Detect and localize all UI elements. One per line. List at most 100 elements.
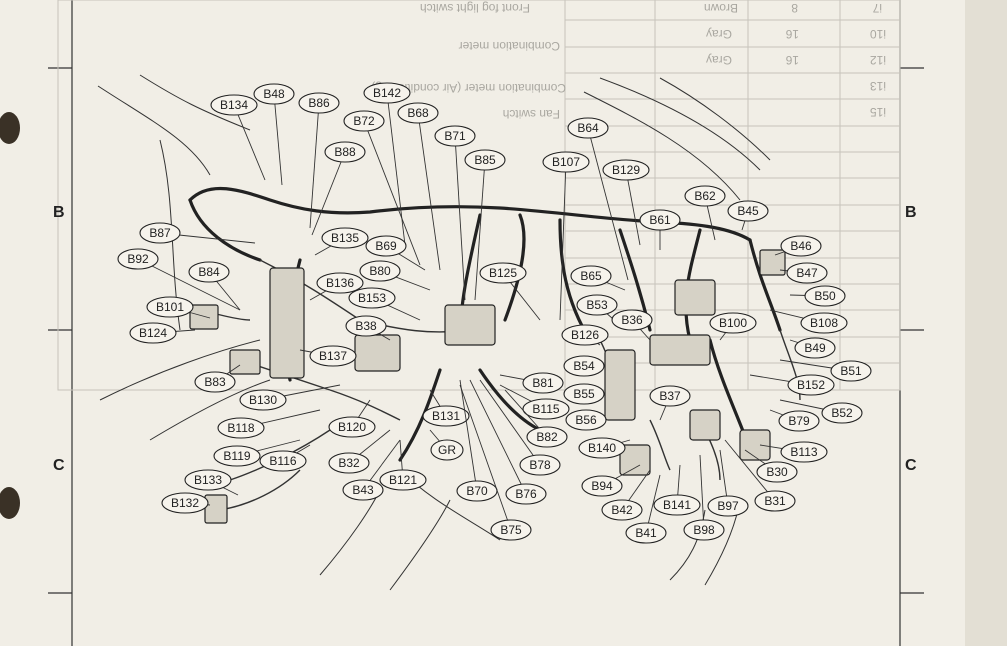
callout-b136: B136 (309, 272, 364, 301)
callout-bubble (649, 385, 691, 407)
callout-b42: B42 (601, 469, 651, 521)
callout-b92: B92 (117, 248, 241, 311)
callout-b88: B88 (311, 141, 366, 236)
callout-b107: B107 (542, 151, 590, 321)
callout-leader-line (417, 112, 441, 271)
callout-b140: B140 (578, 437, 631, 459)
callout-bubble (161, 492, 209, 514)
callout-bubble (490, 519, 532, 541)
callout-label: B115 (532, 402, 559, 416)
callout-b152: B152 (749, 374, 835, 396)
callout-label: B100 (719, 316, 747, 330)
bleed-through-table (57, 0, 901, 391)
callout-label: B108 (810, 316, 838, 330)
callout-label: B85 (474, 153, 496, 167)
callout-bubble (709, 312, 757, 334)
bleed-row3-id: i12 (870, 53, 886, 67)
callout-label: B79 (788, 414, 810, 428)
callout-bubble (565, 409, 607, 431)
callout-bubble (328, 416, 376, 438)
bleed-row3-pins: 16 (785, 53, 799, 67)
callout-bubble (625, 522, 667, 544)
callout-bubble (578, 437, 626, 459)
callout-leader-line (309, 102, 320, 229)
callout-label: B86 (308, 96, 330, 110)
callout-label: B32 (338, 456, 360, 470)
callout-label: B97 (717, 499, 739, 513)
callout-bubble (576, 294, 618, 316)
callout-bubble (830, 360, 872, 382)
callout-b76: B76 (469, 379, 547, 505)
callout-b83: B83 (194, 364, 241, 393)
grid-label-b-left: B (53, 204, 65, 221)
callout-label: B45 (737, 204, 759, 218)
callout-b153: B153 (348, 287, 421, 321)
callout-label: B36 (621, 313, 643, 327)
callout-bubble (210, 94, 258, 116)
callout-b132: B132 (161, 492, 211, 514)
callout-label: B120 (338, 420, 366, 434)
callout-bubble (343, 110, 385, 132)
callout-b30: B30 (744, 449, 798, 483)
callout-bubble (379, 469, 427, 491)
callout-b51: B51 (779, 359, 872, 382)
callout-bubble (117, 248, 159, 270)
callout-b52: B52 (779, 399, 863, 424)
callout-leader-line (273, 93, 283, 186)
callout-label: B124 (139, 326, 167, 340)
callout-label: B130 (249, 393, 277, 407)
callout-bubble (298, 92, 340, 114)
callout-bubble (542, 151, 590, 173)
connector-left (189, 304, 219, 330)
callout-bubble (727, 200, 769, 222)
callout-bubble (348, 287, 396, 309)
callout-leader-line (454, 135, 466, 301)
callout-b131: B131 (422, 389, 470, 427)
bleed-row5-name: Fan switch (503, 107, 560, 121)
callout-label: B56 (575, 413, 597, 427)
callout-bubble (316, 272, 364, 294)
callout-b101: B101 (146, 296, 211, 319)
callout-b70: B70 (456, 379, 498, 502)
callout-b124: B124 (129, 322, 196, 344)
bleed-through-text: Front fog light switch Brown 8 i7 Combin… (371, 1, 886, 121)
callout-b43: B43 (342, 439, 401, 501)
callout-bubble (522, 372, 564, 394)
callout-label: B64 (577, 121, 599, 135)
callout-label: B55 (573, 387, 595, 401)
callout-leader-line (479, 379, 541, 466)
callout-bubble (563, 355, 605, 377)
callout-b108: B108 (769, 309, 848, 334)
bleed-row5-id: i15 (870, 105, 886, 119)
callout-leader-line (459, 384, 512, 531)
callout-leader-line (625, 169, 641, 246)
callout-leader-line (311, 151, 346, 236)
callout-b113: B113 (759, 441, 828, 463)
callout-bubble (821, 402, 863, 424)
callout-bubble (324, 141, 366, 163)
callout-leader-line (587, 127, 629, 281)
bleed-row3-color: Gray (706, 53, 732, 67)
callout-bubble (800, 312, 848, 334)
callout-b137: B137 (299, 345, 357, 367)
callout-b61: B61 (639, 209, 681, 250)
callout-label: B116 (269, 454, 296, 468)
callout-bubble (754, 490, 796, 512)
callout-b80: B80 (359, 260, 431, 291)
callout-bubble (397, 102, 439, 124)
callout-bubble (363, 82, 411, 104)
callout-b31: B31 (724, 439, 796, 512)
bleed-row1-name: Front fog light switch (420, 1, 530, 15)
callout-bubble (780, 235, 822, 257)
callout-b141: B141 (653, 464, 701, 516)
callout-bubble (253, 83, 295, 105)
callout-bubble (683, 519, 725, 541)
callout-b41: B41 (625, 474, 667, 544)
callout-label: B121 (389, 473, 417, 487)
callout-label: B47 (796, 266, 818, 280)
callout-label: B31 (764, 494, 786, 508)
callout-b53: B53 (576, 294, 621, 326)
callout-b120: B120 (328, 399, 376, 438)
callout-bubble (188, 261, 230, 283)
